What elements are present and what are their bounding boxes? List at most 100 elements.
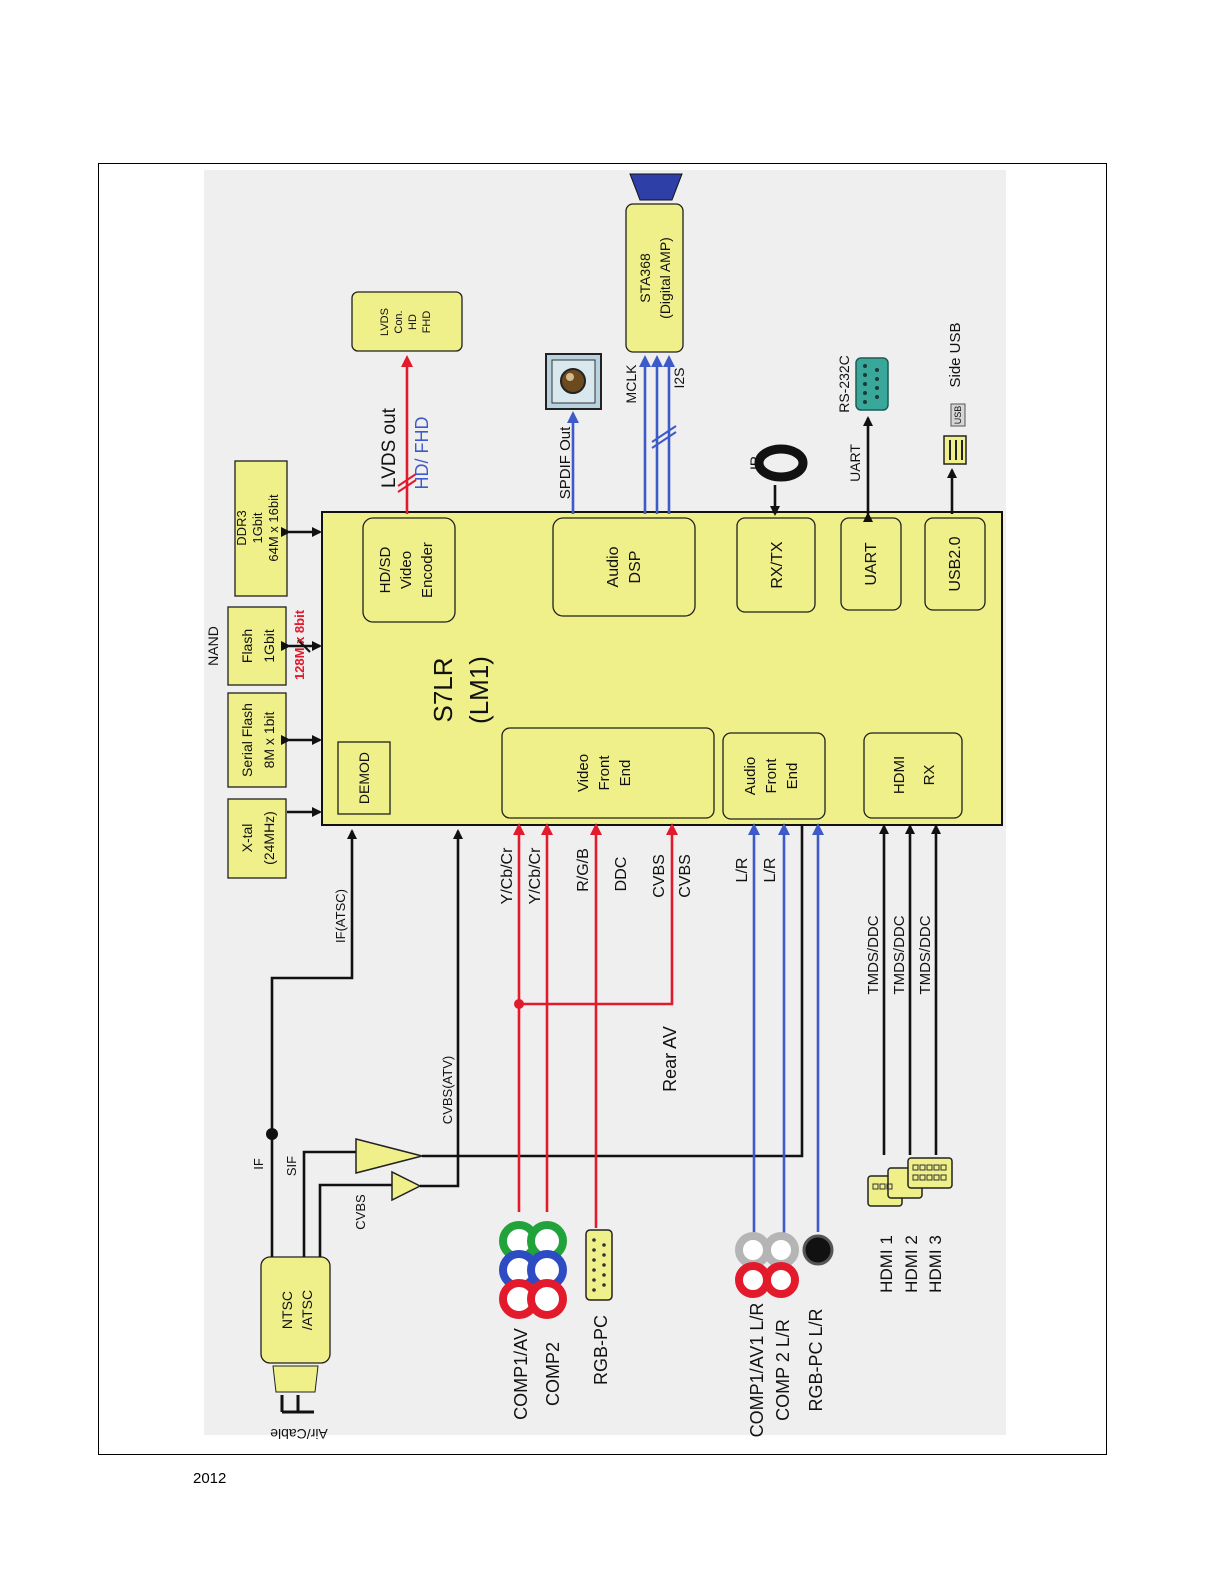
- comp2-rca-connectors-icon: [527, 1221, 567, 1319]
- demod-block: [337, 741, 391, 815]
- i2s-label: I2S: [671, 367, 687, 388]
- ddr3-block: [234, 460, 288, 597]
- hdmi-connectors-icon: [867, 1157, 953, 1207]
- comp1-av-label: COMP1/AV: [511, 1328, 531, 1420]
- i2s-slash-1: [651, 431, 677, 449]
- rs232-label: RS-232C: [836, 355, 852, 413]
- rgb-pc-label: RGB-PC: [591, 1315, 611, 1385]
- sif-label: SIF: [284, 1156, 299, 1176]
- if-junction-dot: [266, 1128, 278, 1140]
- serial-flash-line1: Serial Flash: [239, 703, 255, 777]
- air-cable-label: Air/Cable: [270, 1426, 328, 1442]
- if-line: [270, 829, 357, 1257]
- tmds3-label: TMDS/DDC: [917, 915, 934, 994]
- cvbs1-label: CVBS: [651, 854, 668, 898]
- audio-dsp-line1: Audio: [605, 546, 622, 587]
- nand-label: NAND: [205, 626, 221, 666]
- hdmi-rx-block: [863, 732, 963, 819]
- rxtx-label: RX/TX: [769, 541, 786, 588]
- nand-flash-line2: 1Gbit: [261, 629, 277, 663]
- xtal-block: [227, 798, 287, 879]
- antenna-connector-icon: [272, 1365, 319, 1393]
- cvbs-tuner-line: [318, 1183, 392, 1257]
- sif-line: [302, 1150, 356, 1257]
- usb-logo-label: USB: [953, 406, 963, 425]
- spdif-label: SPDIF Out: [557, 426, 574, 499]
- video-encoder-block: [362, 517, 456, 623]
- rgb-pc-dsub-icon: [585, 1229, 613, 1301]
- comp2-lr-label: COMP 2 L/R: [773, 1319, 793, 1421]
- lvds-con-line4: FHD: [421, 311, 433, 334]
- lvds-con-line1: LVDS: [379, 308, 391, 336]
- comp2-label: COMP2: [543, 1342, 563, 1406]
- usb-block: [924, 517, 986, 611]
- i2s-slash-2: [651, 425, 677, 443]
- lvds-con-line3: HD: [407, 314, 419, 330]
- audio-fe-line1: Audio: [742, 757, 759, 795]
- nand-bus-slash: [297, 639, 311, 653]
- comp1-rca-connectors-icon: [499, 1221, 539, 1319]
- sif-amp-icon: [355, 1138, 423, 1174]
- lvds-con-line2: Con.: [393, 310, 405, 333]
- chip-subname: (LM1): [464, 656, 494, 724]
- cvbs2-label: CVBS: [677, 854, 694, 898]
- page-frame: [98, 163, 1107, 1455]
- video-front-end-block: [501, 727, 715, 819]
- encoder-line1: HD/SD: [377, 546, 394, 593]
- demod-label: DEMOD: [356, 752, 372, 804]
- audio-fe-line2: Front: [763, 758, 780, 794]
- if-atsc-label: IF(ATSC): [333, 889, 348, 943]
- uart-line-label: UART: [847, 444, 863, 482]
- encoder-line2: Video: [398, 551, 415, 589]
- tuner-line1: NTSC: [279, 1291, 295, 1329]
- rgb-pc-lr-label: RGB-PC L/R: [806, 1308, 826, 1411]
- hdmi3-label: HDMI 3: [926, 1235, 945, 1293]
- audio-dsp-line2: DSP: [627, 551, 644, 584]
- hd-fhd-label: HD/ FHD: [412, 417, 432, 490]
- audio-front-end-block: [722, 732, 826, 820]
- ir-label: IR: [747, 456, 763, 470]
- rgb-label: R/G/B: [575, 848, 592, 892]
- audio-fe-line3: End: [784, 763, 801, 790]
- tmds1-label: TMDS/DDC: [865, 915, 882, 994]
- sta368-line2: (Digital AMP): [657, 237, 673, 319]
- cvbs-atv-label: CVBS(ATV): [440, 1056, 455, 1124]
- footer-year: 2012: [193, 1470, 227, 1487]
- tuner-line2: /ATSC: [299, 1290, 315, 1330]
- hdmi1-label: HDMI 1: [877, 1235, 896, 1293]
- hdmi2-label: HDMI 2: [902, 1235, 921, 1293]
- video-fe-line2: Front: [596, 755, 613, 791]
- mclk-label: MCLK: [623, 364, 639, 404]
- lr2-label: L/R: [762, 858, 779, 883]
- tmds2-label: TMDS/DDC: [891, 915, 908, 994]
- rs232-connector-icon: [855, 357, 889, 411]
- ddr3-line3: 64M x 16bit: [266, 494, 281, 562]
- lvds-connector-block: [351, 291, 463, 352]
- rear-av-label: Rear AV: [660, 1026, 680, 1092]
- usb-block-label: USB2.0: [947, 536, 964, 591]
- nand-bus-label: 128M x 8bit: [292, 609, 307, 680]
- if-label: IF: [251, 1158, 266, 1170]
- ddr3-line1: DDR3: [234, 510, 249, 545]
- cvbs-buffer-icon: [391, 1170, 422, 1202]
- ddr3-line2: 1Gbit: [250, 512, 265, 543]
- lvds-out-label: LVDS out: [379, 407, 400, 488]
- xtal-line2: (24MHz): [261, 811, 277, 865]
- lr1-label: L/R: [734, 858, 751, 883]
- serial-flash-block: [227, 692, 287, 788]
- ir-sensor-icon: [754, 444, 808, 482]
- side-usb-label: Side USB: [947, 322, 964, 387]
- speaker-icon: [629, 173, 683, 201]
- comp1-av1-lr-label: COMP1/AV1 L/R: [747, 1303, 767, 1438]
- rear-av-cvbs-line: [519, 823, 678, 1006]
- ycbcr2-label: Y/Cb/Cr: [527, 847, 544, 905]
- audio-rca-connectors-icon: [735, 1232, 834, 1298]
- video-fe-line1: Video: [575, 754, 592, 792]
- audio-dsp-block: [552, 517, 696, 617]
- nand-flash-block: [227, 606, 287, 686]
- rxtx-block: [736, 517, 816, 613]
- sif-audio-line: [422, 826, 804, 1158]
- ddc-label: DDC: [613, 857, 630, 892]
- encoder-line3: Encoder: [419, 542, 436, 598]
